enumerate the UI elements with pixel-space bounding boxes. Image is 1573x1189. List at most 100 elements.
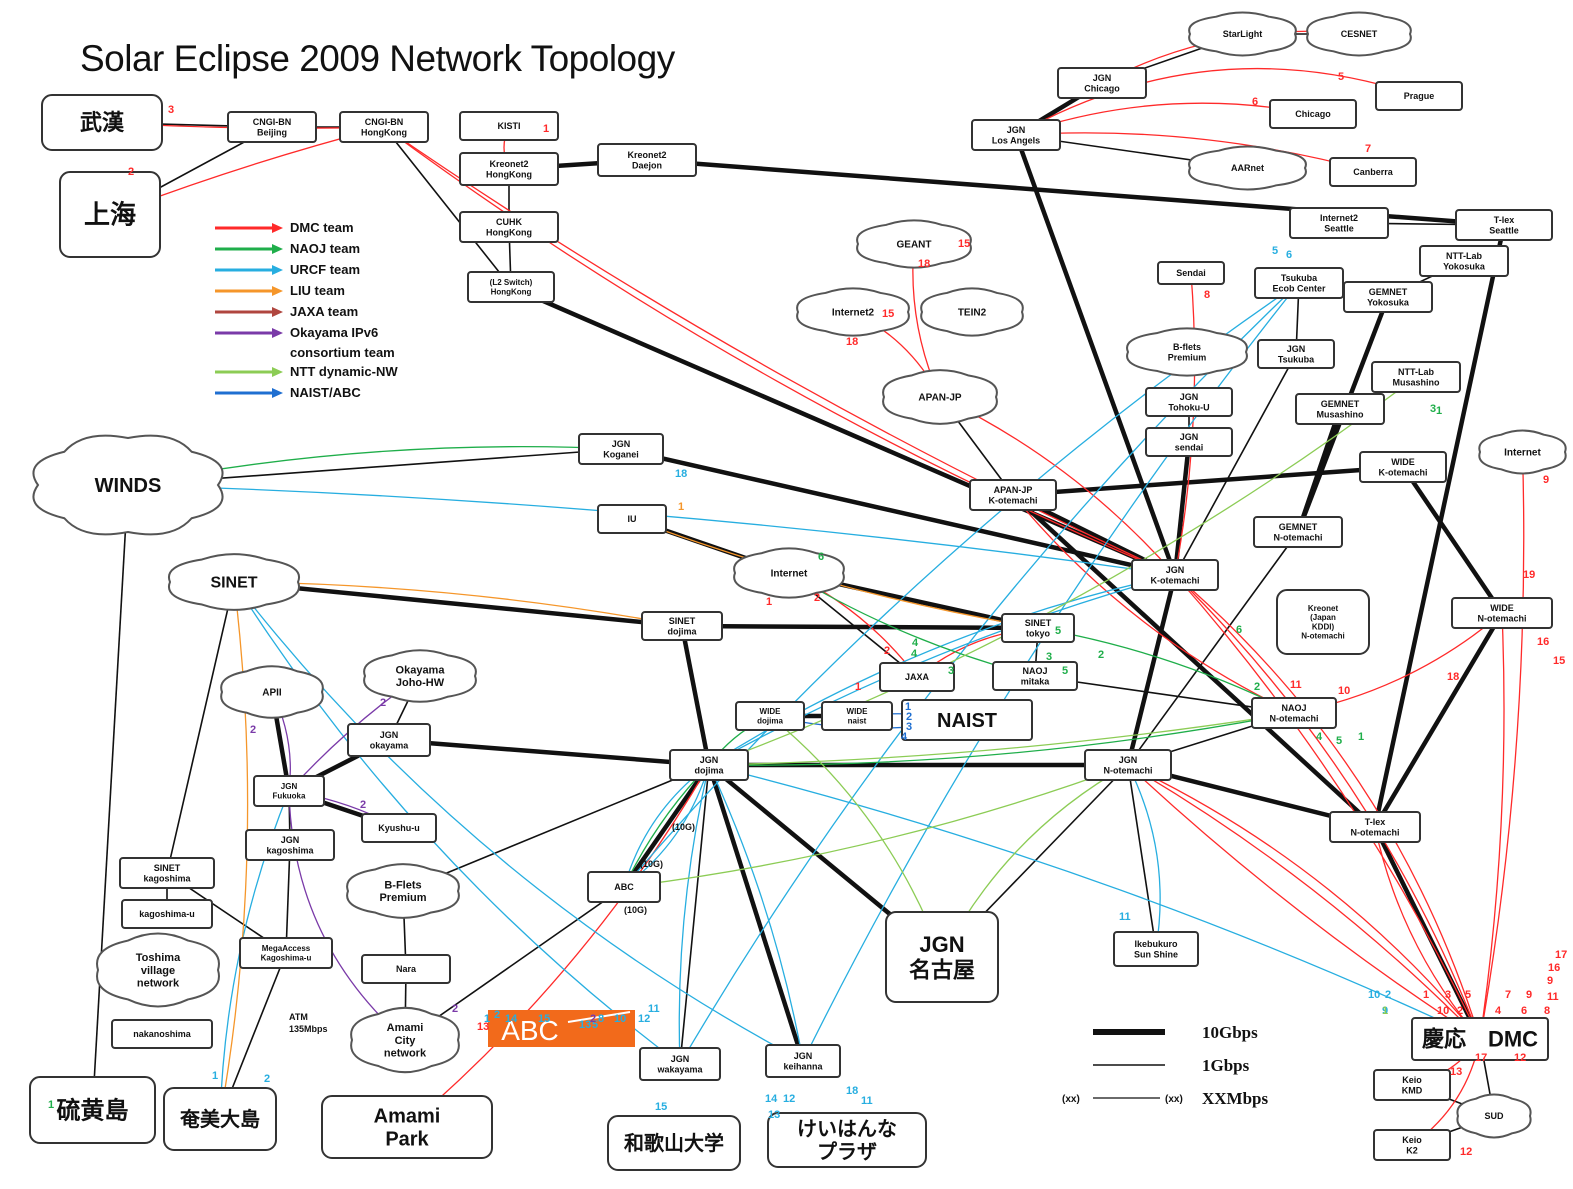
node-canberra: Canberra	[1329, 157, 1417, 187]
flow-number-label: 2	[250, 724, 256, 736]
node-label: 慶応 DMC	[1422, 1027, 1538, 1052]
node-label: Internet	[771, 569, 808, 580]
flow-ntt-jgn_dojima-naoj_notemachi	[708, 712, 1295, 766]
box-shape	[1251, 697, 1337, 729]
flow-dmc-jgn_kotemachi-keio_dmc	[1174, 574, 1481, 1040]
flow-number-label: 11	[1290, 679, 1302, 691]
bandwidth-label: XXMbps	[1202, 1089, 1269, 1108]
box-shape	[245, 829, 335, 861]
flow-urcf-jgn_dojima-jgn_keihanna	[708, 764, 804, 1062]
flow-number-label: 10	[1437, 1005, 1449, 1017]
cloud-shape	[167, 553, 301, 611]
flow-number-label: 18	[846, 336, 858, 348]
box-shape	[735, 701, 805, 731]
flow-number-label: 18	[675, 468, 687, 480]
link-abc_sw-amami_city	[404, 886, 625, 1041]
flow-number-label: 2	[814, 592, 820, 604]
legend-label: NAOJ team	[290, 241, 360, 256]
box-shape	[1373, 1129, 1451, 1161]
flow-number-label: 18	[846, 1085, 858, 1097]
flow-dmc-jgn_la-canberra	[1015, 132, 1374, 173]
box-shape	[459, 111, 559, 141]
flow-number-label: 9	[1382, 1005, 1388, 1017]
node-label: けいはんなプラザ	[797, 1118, 897, 1164]
cloud-shape	[733, 547, 845, 599]
link-jgn_notemachi-gemnet_notemachi	[1127, 531, 1299, 766]
flow-number-label: 4	[901, 731, 908, 743]
node-label: JAXA	[905, 672, 930, 682]
node-sinet: SINET	[167, 553, 301, 611]
node-cesnet: CESNET	[1306, 11, 1412, 57]
flow-number-label: 4	[911, 648, 918, 660]
flow-number-label: 17	[1475, 1052, 1487, 1064]
flow-naoj-naoj_notemachi-jgn_dojima	[708, 712, 1295, 766]
node-label: NAIST	[937, 710, 997, 732]
arrow-icon	[272, 244, 283, 254]
flow-number-label: 16	[1537, 636, 1549, 648]
node-label: Kyushu-u	[378, 823, 420, 833]
box-shape	[321, 1095, 493, 1159]
cloud-shape	[1126, 327, 1248, 377]
flow-liu-sinet-amami_oshima	[219, 581, 249, 1120]
flow-number-label: 4	[912, 637, 919, 649]
box-shape	[339, 111, 429, 143]
flow-number-label: 15	[882, 308, 894, 320]
flow-urcf-jgn_notemachi-ikebukuro	[1127, 764, 1161, 950]
flow-dmc-jgn_kotemachi-keio_dmc	[1174, 574, 1481, 1040]
flow-number-label: 2	[380, 697, 386, 709]
link-apan_kotemachi-tlex_notemachi	[1011, 493, 1377, 829]
flow-number-label: 5	[1272, 245, 1278, 257]
node-geant: GEANT	[856, 219, 972, 269]
flow-urcf-jgn_dojima-jgn_wakayama	[678, 764, 710, 1065]
flow-dmc-wide_notemachi-keio_dmc	[1479, 612, 1505, 1040]
arrow-icon	[272, 265, 283, 275]
link-sinet_dojima-jgn_dojima	[679, 625, 712, 766]
flow-dmc-jgn_dojima-amami_park	[406, 764, 710, 1128]
flow-number-label: 1	[1423, 989, 1429, 1001]
flow-urcf-jgn_dojima-keio_dmc	[708, 764, 1481, 1040]
box-shape	[1001, 613, 1075, 643]
link-cngi_hk-l2switch_hk	[383, 126, 512, 288]
box-shape	[59, 171, 161, 258]
node-internet_c: Internet	[733, 547, 845, 599]
node-prague: Prague	[1375, 81, 1463, 111]
box-shape	[1113, 931, 1199, 967]
legend-label: DMC team	[290, 220, 354, 235]
flow-dmc-jgn_notemachi-keio_dmc	[1127, 764, 1481, 1040]
box-shape	[969, 479, 1057, 511]
flow-number-label: 12	[1460, 1146, 1472, 1158]
flow-number-label: 15	[1553, 655, 1565, 667]
box-shape	[1411, 1017, 1549, 1061]
flow-number-label: 5	[1465, 989, 1471, 1001]
box-shape	[227, 111, 317, 143]
abc-logo-text: ABC	[501, 1015, 559, 1046]
flow-number-label: 7	[1505, 989, 1511, 1001]
flow-number-label: 5	[1055, 625, 1061, 637]
node-label: TEIN2	[958, 308, 987, 319]
